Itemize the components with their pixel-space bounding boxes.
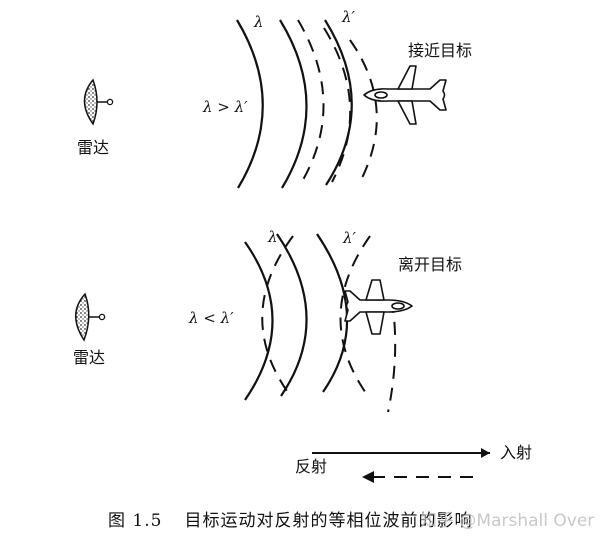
recede-scenario: 雷达 λ λ′ λ < λ′ 离开目标	[73, 228, 462, 413]
airplane-icon	[344, 279, 413, 335]
lambda-prime-label: λ′	[341, 8, 356, 26]
incident-wavefront	[279, 19, 308, 189]
target-label: 离开目标	[398, 255, 462, 274]
incident-legend-label: 入射	[500, 443, 532, 462]
lambda-label: λ	[253, 13, 264, 31]
reflected-wavefront	[339, 235, 371, 397]
lambda-label: λ	[267, 228, 278, 246]
incident-wavefront	[244, 241, 274, 401]
reflected-wavefront	[349, 39, 378, 183]
legend: 入射 反射	[295, 443, 532, 483]
figure-number: 图 1.5	[108, 511, 163, 531]
reflected-wavefront	[387, 299, 397, 413]
reflected-legend-label: 反射	[295, 457, 327, 476]
incident-wavefront	[276, 233, 308, 397]
approach-scenario: 雷达 λ λ′ λ > λ′ 接近目标	[77, 8, 472, 189]
watermark: 知乎 @Marshall Over	[420, 511, 595, 531]
radar-dish-icon	[83, 78, 114, 126]
incident-wavefronts	[244, 233, 349, 401]
incident-wavefront	[316, 233, 349, 393]
incident-wavefront	[324, 19, 353, 186]
reflected-wavefront	[261, 235, 294, 399]
airplane-icon	[363, 65, 447, 125]
incident-wavefront	[236, 19, 264, 189]
arrow-left-icon	[362, 471, 374, 483]
reflected-wavefronts	[297, 19, 378, 186]
radar-dish-icon	[75, 292, 106, 342]
figure-caption: 图 1.5 目标运动对反射的等相位波前的影响	[108, 506, 472, 531]
arrow-right-icon	[481, 448, 490, 458]
radar-label: 雷达	[77, 138, 109, 157]
figure-caption-text: 目标运动对反射的等相位波前的影响	[184, 511, 473, 531]
reflected-wavefront	[297, 19, 325, 186]
radar-label: 雷达	[73, 348, 105, 367]
target-label: 接近目标	[408, 41, 472, 60]
wavelength-relation-label: λ < λ′	[188, 309, 234, 327]
wavelength-relation-label: λ > λ′	[202, 98, 248, 116]
lambda-prime-label: λ′	[342, 229, 357, 247]
incident-wavefronts	[236, 19, 353, 189]
reflected-wavefront	[323, 27, 352, 183]
